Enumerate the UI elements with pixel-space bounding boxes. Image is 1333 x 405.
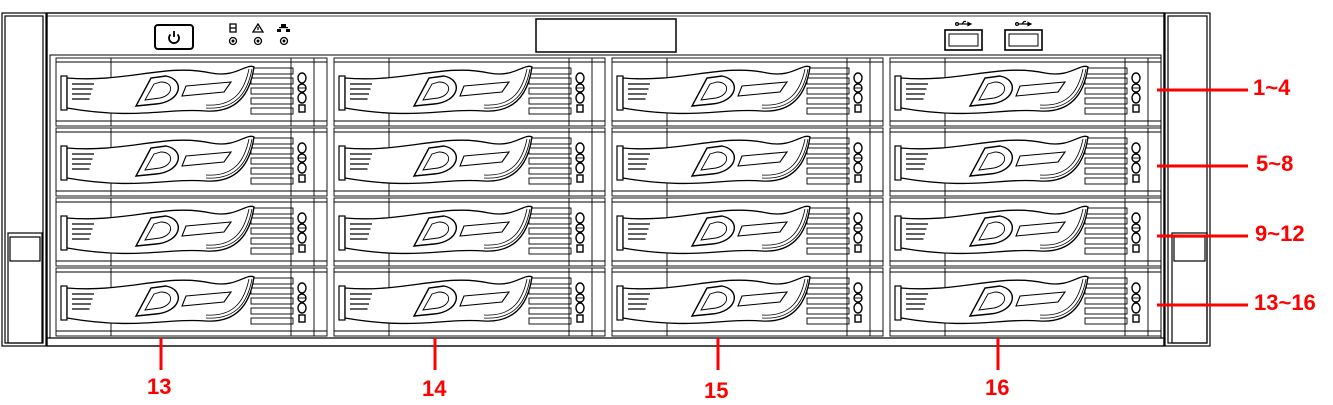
power-button[interactable]: [154, 24, 194, 50]
row-callout-label: 5~8: [1256, 151, 1294, 176]
drive-bay-6[interactable]: [333, 127, 606, 197]
callout-lines: [159, 88, 1248, 370]
chassis-body: [46, 12, 1165, 347]
drive-bay-14[interactable]: [333, 267, 606, 337]
column-callout-label: 16: [985, 375, 1010, 400]
hdd-indicator: [228, 23, 238, 46]
right-rack-ear: [1164, 12, 1211, 347]
drive-bay-3[interactable]: [611, 57, 884, 127]
drive-bay-8[interactable]: [889, 127, 1162, 197]
column-callout-label: 13: [147, 374, 172, 399]
drive-bay-16[interactable]: [889, 267, 1162, 337]
network-indicator: [277, 24, 290, 46]
hdd-icon: [229, 23, 237, 33]
drive-bay-15[interactable]: [611, 267, 884, 337]
drive-bay-9[interactable]: [55, 197, 328, 267]
usb-port-1[interactable]: [944, 20, 983, 51]
row-callout-label: 1~4: [1253, 75, 1291, 100]
network-icon: [277, 24, 290, 32]
column-callout-label: 14: [422, 376, 447, 401]
usb-icon: [1014, 20, 1033, 27]
row-callout-label: 9~12: [1255, 221, 1305, 246]
drive-bay-7[interactable]: [611, 127, 884, 197]
left-rack-ear: [1, 12, 47, 347]
power-icon: [168, 31, 180, 44]
display-window: [535, 18, 677, 53]
drive-bay-11[interactable]: [611, 197, 884, 267]
column-callout-label: 15: [704, 378, 729, 403]
status-indicators: [228, 22, 290, 46]
drive-bay-5[interactable]: [55, 127, 328, 197]
alarm-indicator: [251, 22, 265, 46]
drive-bay-10[interactable]: [333, 197, 606, 267]
usb-port-2[interactable]: [1004, 20, 1043, 51]
drive-bay-2[interactable]: [333, 57, 606, 127]
drive-bay-1[interactable]: [55, 57, 328, 127]
drive-bay-13[interactable]: [55, 267, 328, 337]
drive-bay-4[interactable]: [889, 57, 1162, 127]
warning-triangle-icon: [251, 22, 265, 33]
usb-icon: [954, 20, 973, 27]
row-callout-label: 13~16: [1254, 290, 1316, 315]
drive-bay-grid: [55, 57, 1162, 337]
drive-bay-12[interactable]: [889, 197, 1162, 267]
